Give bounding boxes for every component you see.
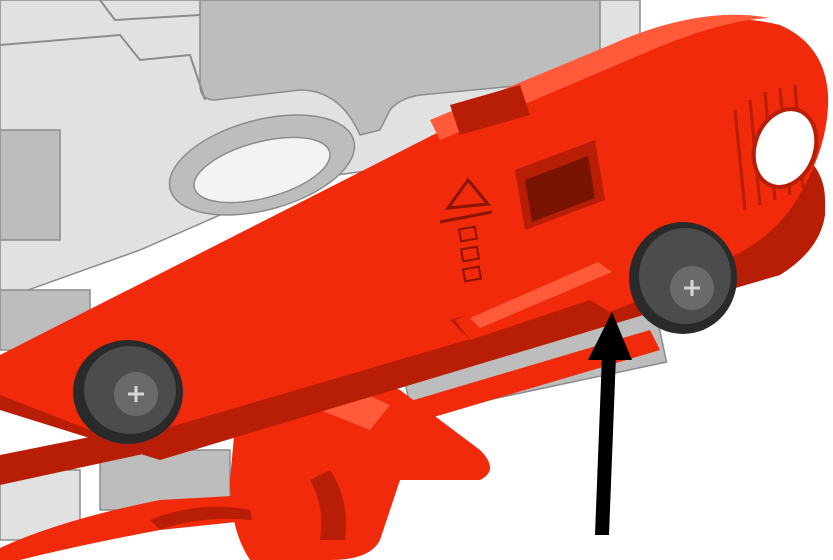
arrow-head: [588, 312, 632, 360]
lever-arrow-marking-icon: [444, 177, 491, 210]
lever-mark-line-1: [439, 210, 493, 224]
lever-window-inner: [525, 156, 595, 222]
hook-edge: [150, 506, 252, 530]
lever-hole-rim: [751, 107, 819, 189]
lever-top-face: [0, 18, 829, 435]
left-screw: [73, 340, 183, 444]
housing-left-block: [0, 129, 61, 241]
lever-mark-square-2: [459, 245, 481, 263]
pawl-highlight: [470, 262, 612, 328]
lower-rod-right: [380, 330, 660, 430]
left-screw-cross-icon: [128, 386, 144, 402]
housing-ridge-1: [0, 33, 206, 101]
lever-mark-square-1: [457, 225, 479, 243]
lever-mark-square-3: [461, 265, 483, 283]
right-screw: [629, 222, 737, 334]
lever-hole: [755, 111, 815, 185]
red-lever-arm: [0, 14, 829, 460]
housing-oval-slot-inner: [193, 136, 331, 204]
lever-raised-tab: [450, 85, 530, 135]
housing-ridge-2: [99, 0, 201, 22]
clip-shadow: [310, 470, 346, 540]
pointer-arrow-icon: [588, 312, 632, 535]
right-screw-cross-icon: [684, 280, 700, 296]
arrow-shaft: [595, 355, 616, 535]
